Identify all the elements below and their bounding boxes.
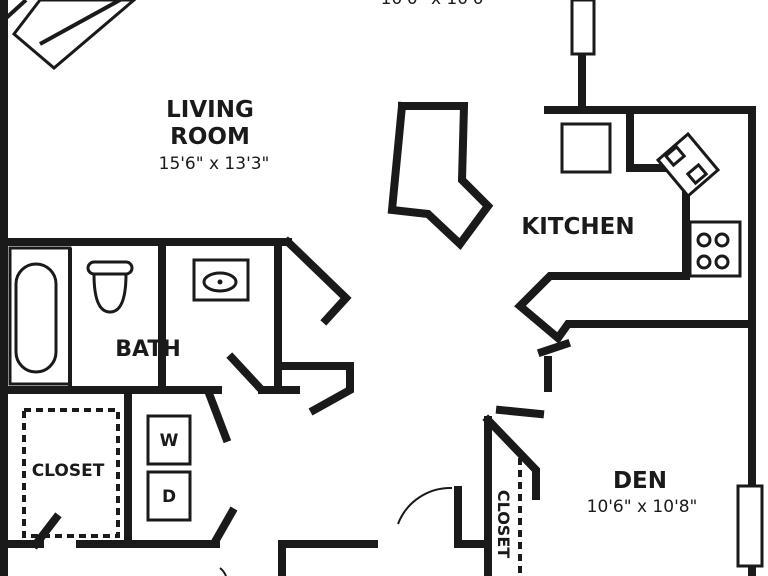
washer-icon bbox=[146, 414, 192, 466]
den-label: DEN bbox=[613, 468, 667, 494]
sink-icon bbox=[192, 258, 250, 302]
refrigerator-icon bbox=[560, 122, 612, 174]
sofa-icon bbox=[2, 0, 137, 70]
dryer-icon bbox=[146, 470, 192, 522]
top-room-dims: 10'0" x 10'0" bbox=[381, 0, 492, 9]
stove-icon bbox=[688, 220, 742, 278]
washer-label: W bbox=[160, 431, 179, 451]
dryer-label: D bbox=[162, 487, 176, 507]
bathtub-icon bbox=[8, 246, 72, 386]
living-room-label-line2: ROOM bbox=[170, 124, 250, 150]
den-dims: 10'6" x 10'8" bbox=[587, 497, 698, 517]
windows bbox=[570, 0, 764, 568]
closet-left-door[interactable] bbox=[30, 512, 62, 550]
closet-left-shelf bbox=[22, 408, 120, 538]
toilet-icon bbox=[86, 260, 134, 314]
living-room-label-line1: LIVING bbox=[166, 97, 254, 123]
bath-door[interactable] bbox=[226, 352, 264, 392]
kitchen-sink-icon bbox=[655, 131, 721, 199]
door-swing-arc-bottom bbox=[219, 567, 227, 576]
closet-den-label: CLOSET bbox=[494, 490, 513, 558]
door-swing-arc bbox=[397, 486, 453, 525]
kitchen-label: KITCHEN bbox=[521, 214, 634, 240]
living-room-dims: 15'6" x 13'3" bbox=[159, 154, 270, 174]
closet-left-label: CLOSET bbox=[32, 461, 105, 481]
bath-label: BATH bbox=[115, 337, 181, 362]
